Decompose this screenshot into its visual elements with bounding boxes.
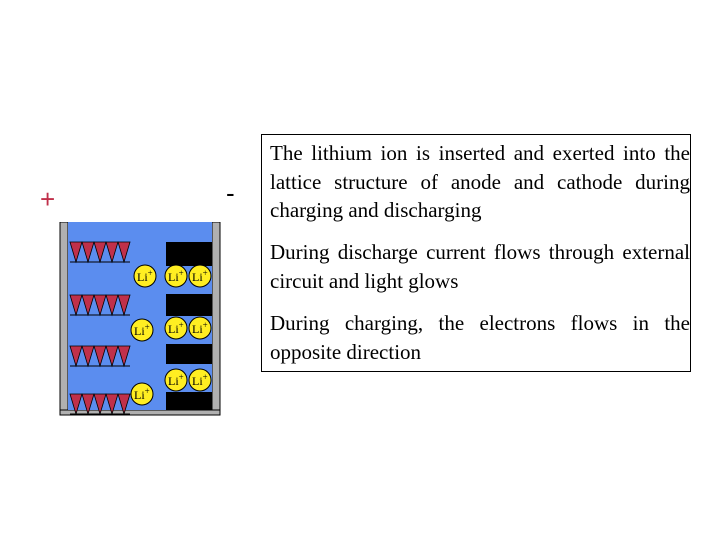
explanation-paragraph-charging: During charging, the electrons flows in … — [270, 309, 690, 366]
lithium-ion: Li+ — [165, 369, 187, 391]
casing-right-wall — [212, 222, 220, 414]
lithium-ions: Li+Li+Li+Li+Li+Li+Li+Li+Li+ — [131, 265, 211, 405]
explanation-paragraph-discharge: During discharge current flows through e… — [270, 238, 690, 295]
explanation-paragraph-insertion: The lithium ion is inserted and exerted … — [270, 139, 690, 225]
lithium-ion: Li+ — [165, 317, 187, 339]
lithium-ion: Li+ — [189, 317, 211, 339]
lithium-ion: Li+ — [165, 265, 187, 287]
lithium-ion: Li+ — [131, 383, 153, 405]
anode-layer — [166, 392, 212, 410]
anode-layer — [166, 344, 212, 364]
anode-layer — [166, 294, 212, 316]
explanation-box: The lithium ion is inserted and exerted … — [261, 134, 691, 372]
lithium-ion: Li+ — [189, 265, 211, 287]
negative-terminal-sign: - — [226, 178, 235, 209]
positive-terminal-sign: + — [40, 184, 55, 215]
lithium-ion: Li+ — [189, 369, 211, 391]
battery-cell-diagram: Li+Li+Li+Li+Li+Li+Li+Li+Li+ — [58, 222, 228, 416]
anode-layer — [166, 242, 212, 266]
lithium-ion: Li+ — [134, 265, 156, 287]
lithium-ion: Li+ — [131, 319, 153, 341]
casing-left-wall — [60, 222, 68, 414]
